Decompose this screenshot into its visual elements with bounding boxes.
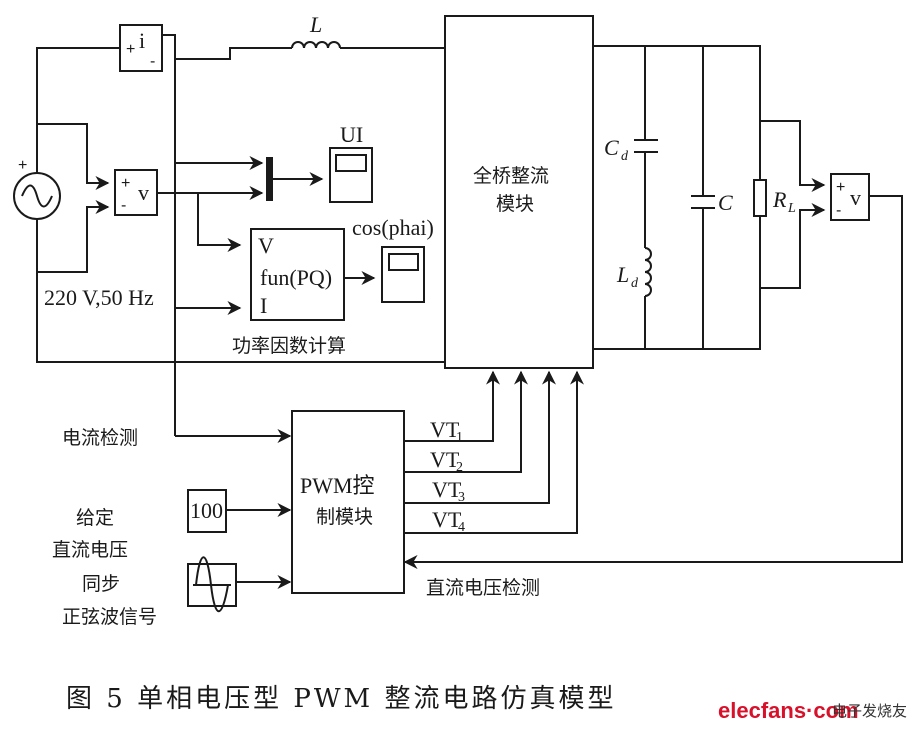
constant-block: 100 [187,489,227,533]
svg-text:R: R [772,187,787,212]
wire-source-top [36,47,120,173]
sine-icon [195,556,229,612]
dc-voltage-measurement-block: + - v [830,173,870,221]
mux-block [266,157,273,201]
wire-vmeter-minus [37,200,110,273]
source-label: 220 V,50 Hz [44,285,154,310]
svg-text:v: v [850,185,861,210]
wire-vt3 [404,370,556,504]
svg-text:I: I [260,293,267,318]
svg-text:C: C [604,135,619,160]
scope-ui: UI [329,122,373,203]
current-symbol: i [139,28,145,53]
svg-text:cos(phai): cos(phai) [352,215,434,240]
svg-text:100: 100 [190,498,223,523]
ac-voltage-measurement-block: + - v [114,169,158,216]
svg-text:L: L [787,201,796,216]
capacitor-Cd: C d [604,135,658,164]
svg-text:L: L [309,12,322,37]
wire-current-signal [162,34,176,362]
power-factor-block: V fun(PQ) I [250,228,345,321]
svg-text:4: 4 [458,520,465,535]
gate-label-vt2: VT2 [430,447,463,475]
figure-caption: 图 5 单相电压型 PWM 整流电路仿真模型 [66,684,616,714]
setpoint-label-1: 给定 [76,507,114,529]
sine-icon [21,184,53,208]
svg-text:+: + [836,179,845,196]
inductor-L: L [291,12,341,49]
wire-source-bottom [36,219,445,363]
svg-text:d: d [621,149,629,164]
scope-cos-phi: cos(phai) [352,215,434,303]
svg-text:+: + [121,175,130,192]
wire-vmeter-plus [37,123,110,190]
wire-voltage-to-pf [197,193,242,252]
svg-text:V: V [258,233,274,258]
dc-bus [593,45,761,350]
svg-text:-: - [836,202,841,219]
gate-label-vt1: VT1 [430,417,463,445]
watermark-text: 电子发烧友 [832,702,907,720]
sync-label-2: 正弦波信号 [62,606,157,628]
gate-label-vt4: VT4 [432,507,465,535]
watermark-logo: elecfans·com [718,698,859,723]
svg-text:VT: VT [430,447,460,472]
svg-text:-: - [150,53,155,70]
pf-caption: 功率因数计算 [232,335,346,357]
svg-text:fun(PQ): fun(PQ) [260,265,332,290]
sync-label-1: 同步 [82,573,120,595]
svg-text:制模块: 制模块 [316,506,373,528]
dc-voltage-detect-label: 直流电压检测 [426,577,540,599]
svg-text:1: 1 [456,430,463,445]
svg-text:模块: 模块 [496,193,534,215]
svg-text:v: v [138,180,149,205]
inductor-Ld: L d [616,247,652,297]
load-resistor-RL: R L [753,179,796,217]
svg-text:C: C [718,190,733,215]
svg-text:VT: VT [432,507,462,532]
source-plus-sign: + [18,157,27,174]
current-detect-label: 电流检测 [62,427,138,449]
svg-text:d: d [631,276,639,291]
wire-vt2 [404,370,528,473]
svg-text:PWM控: PWM控 [300,473,375,498]
svg-text:UI: UI [340,122,363,147]
svg-text:-: - [121,197,126,214]
wire-dc-voltage-feedback [403,195,903,569]
setpoint-label-2: 直流电压 [52,539,128,561]
svg-text:L: L [616,262,629,287]
svg-text:VT: VT [432,477,462,502]
wire-to-inductor [175,47,292,60]
wire-vt4 [404,370,584,534]
svg-text:+: + [126,41,135,58]
pwm-control-block: PWM控 制模块 [291,410,405,594]
svg-text:VT: VT [430,417,460,442]
svg-text:3: 3 [458,490,465,505]
gate-label-vt3: VT3 [432,477,465,505]
svg-text:全桥整流: 全桥整流 [473,165,549,187]
wire-vt1 [404,370,500,442]
capacitor-C: C [691,190,733,215]
full-bridge-rectifier: 全桥整流 模块 [444,15,594,369]
sine-wave-block [187,556,237,612]
svg-text:2: 2 [456,460,463,475]
current-measurement-block: + i - [119,24,163,72]
